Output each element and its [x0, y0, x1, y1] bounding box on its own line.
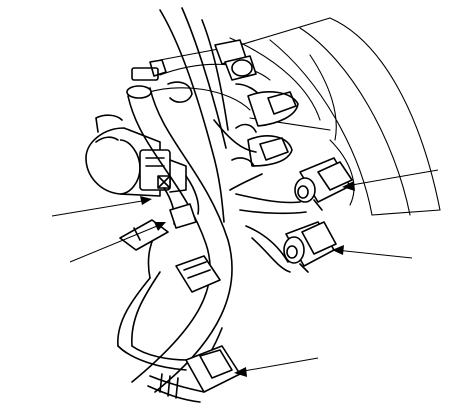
leader-left-lower	[69, 222, 166, 263]
leader-right-lower	[332, 245, 413, 259]
upper-connector-1	[131, 59, 167, 81]
center-connector	[147, 203, 221, 293]
leader-right-upper	[342, 169, 439, 191]
left-hose-fitting	[85, 114, 187, 197]
secondary-wire-harness	[159, 7, 257, 223]
right-connector-upper	[294, 157, 353, 211]
engine-block-background	[139, 17, 441, 216]
leader-left-upper	[51, 196, 152, 217]
main-wire-harness	[126, 85, 233, 393]
upper-connector-2	[167, 39, 263, 103]
right-connector-lower	[283, 221, 337, 273]
leader-bottom	[234, 357, 319, 377]
hose-stack	[231, 91, 299, 167]
bottom-connector	[147, 345, 241, 403]
leader-lines	[51, 169, 439, 377]
